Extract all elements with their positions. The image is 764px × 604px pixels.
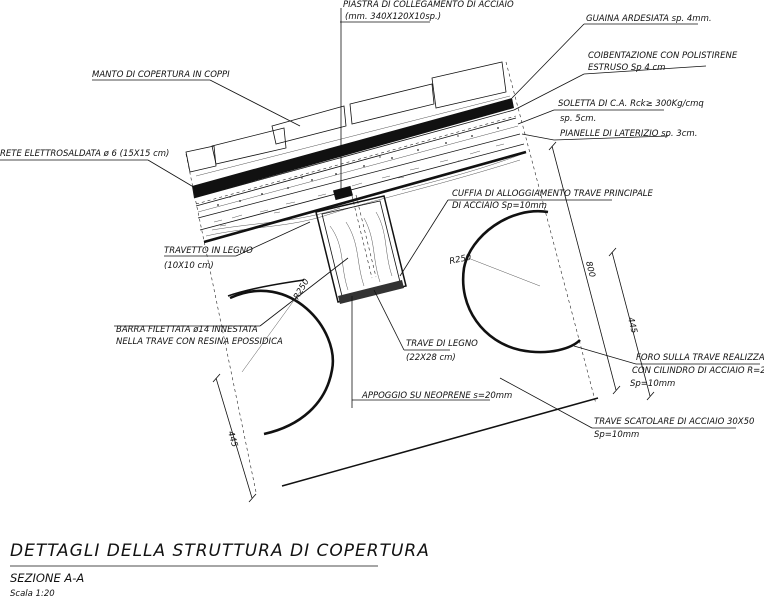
label-appoggio: APPOGGIO SU NEOPRENE s=20mm [361, 391, 512, 401]
leader-lines [0, 8, 760, 567]
label-piastra-dim: (mm. 340X120X10sp.) [345, 12, 441, 22]
drawing-scale: Scala 1:20 [10, 589, 55, 599]
label-scatolare-sp: Sp=10mm [594, 430, 639, 440]
drawing-title: DETTAGLI DELLA STRUTTURA DI COPERTURA [10, 541, 430, 561]
beam-hood [315, 185, 407, 304]
dimension-lines [212, 141, 655, 503]
label-cuffia-sp: DI ACCIAIO Sp=10mm [452, 201, 547, 211]
threaded-bar [351, 195, 373, 279]
roof-layers [193, 109, 525, 231]
roof-tiles [185, 61, 511, 177]
label-manto: MANTO DI COPERTURA IN COPPI [92, 70, 230, 80]
left-hole [229, 289, 335, 436]
section-name: SEZIONE A-A [10, 571, 84, 585]
label-foro-cilindro: CON CILINDRO DI ACCIAIO R=250mm [632, 366, 764, 376]
annotations: PIASTRA DI COLLEGAMENTO DI ACCIAIO (mm. … [0, 0, 764, 448]
waterproof-membrane [192, 98, 514, 198]
label-trave-legno-dim: (22X28 cm) [406, 353, 456, 363]
label-guaina: GUAINA ARDESIATA sp. 4mm. [586, 14, 712, 24]
label-cuffia: CUFFIA DI ALLOGGIAMENTO TRAVE PRINCIPALE [452, 189, 654, 199]
label-barra-resina: NELLA TRAVE CON RESINA EPOSSIDICA [116, 337, 283, 347]
label-soletta-sp: sp. 5cm. [560, 114, 596, 124]
label-dim-445-right: 445 [625, 316, 639, 334]
steel-box-beam [185, 61, 599, 493]
right-hole [461, 209, 581, 354]
label-soletta: SOLETTA DI C.A. Rck≥ 300Kg/cmq [558, 99, 704, 109]
label-scatolare: TRAVE SCATOLARE DI ACCIAIO 30X50 [594, 417, 754, 427]
label-barra: BARRA FILETTATA ø14 INNESTATA [116, 325, 258, 335]
label-pianelle: PIANELLE DI LATERIZIO sp. 3cm. [560, 129, 697, 139]
label-dim-800: 800 [583, 260, 597, 278]
label-piastra: PIASTRA DI COLLEGAMENTO DI ACCIAIO [343, 0, 514, 10]
label-coibentazione-sp: ESTRUSO Sp 4 cm [588, 63, 665, 73]
connection-plate [333, 185, 353, 201]
label-travetto-dim: (10X10 cm) [164, 261, 214, 271]
label-coibentazione: COIBENTAZIONE CON POLISTIRENE [588, 51, 738, 61]
label-dim-445-left: 445 [225, 430, 239, 448]
label-travetto: TRAVETTO IN LEGNO [164, 246, 253, 256]
label-trave-legno: TRAVE DI LEGNO [406, 339, 478, 349]
title-block: DETTAGLI DELLA STRUTTURA DI COPERTURA SE… [10, 541, 430, 599]
neoprene-pad [338, 280, 404, 304]
label-r250-right: R250 [449, 253, 473, 267]
label-foro-sp: Sp=10mm [630, 379, 675, 389]
label-foro: FORO SULLA TRAVE REALIZZATO [636, 353, 764, 363]
label-rete: RETE ELETTROSALDATA ø 6 (15X15 cm) [0, 149, 169, 159]
timber-joist [203, 150, 527, 244]
